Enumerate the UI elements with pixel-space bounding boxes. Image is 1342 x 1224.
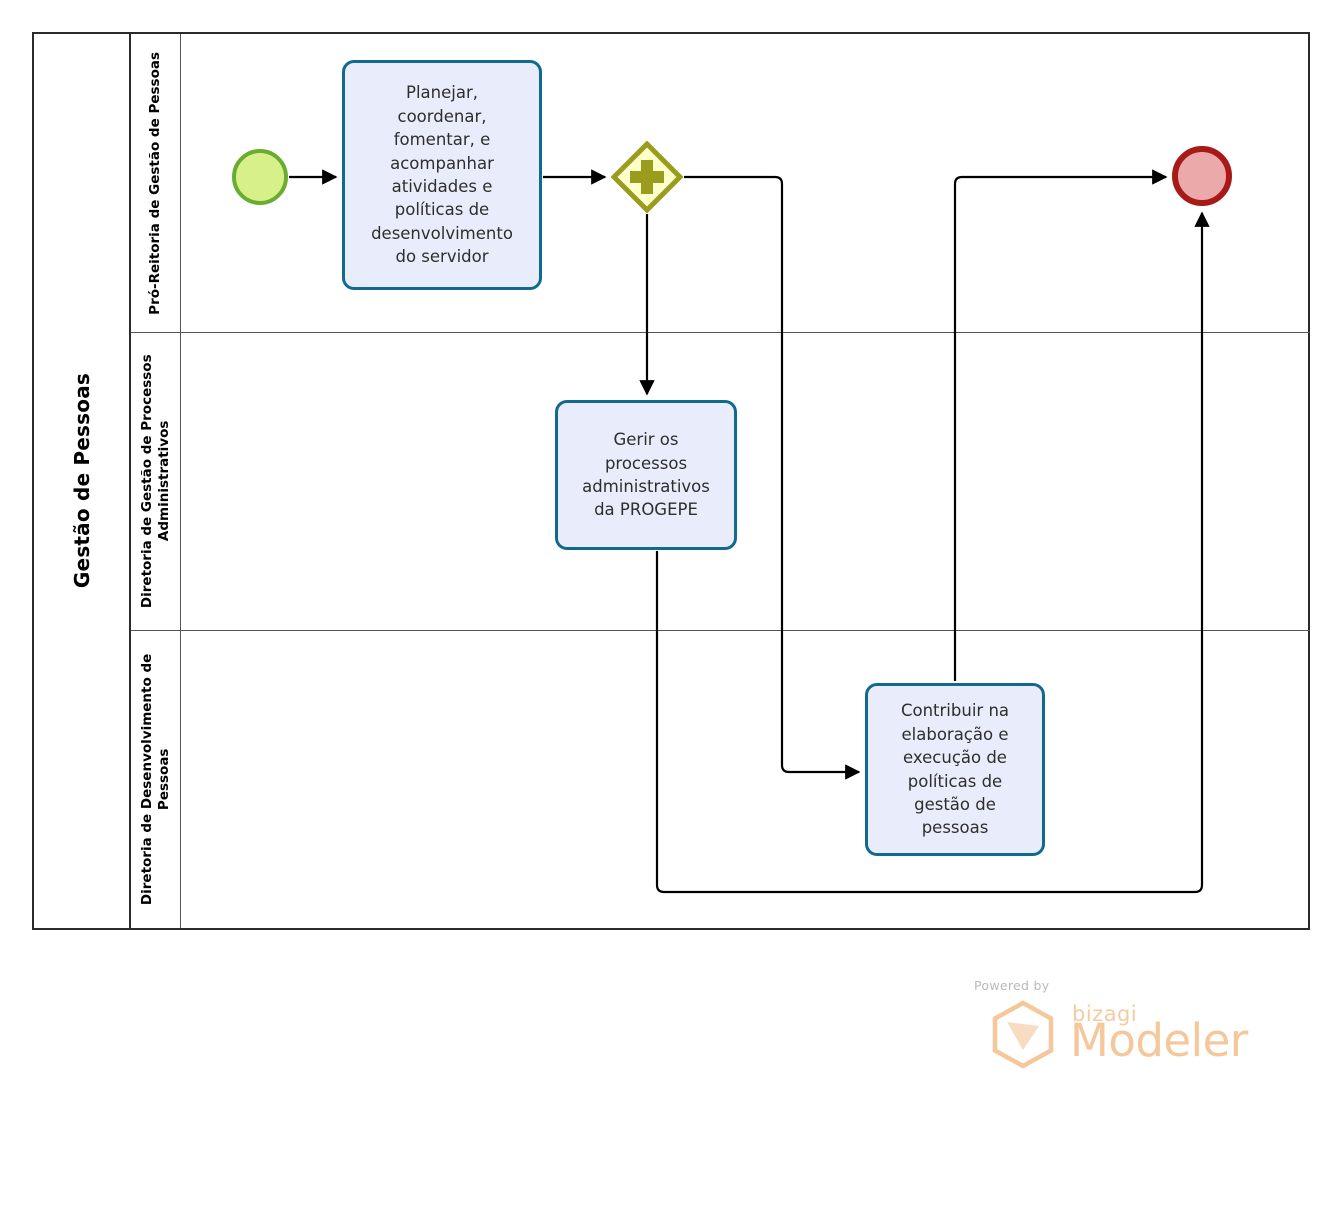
parallel-plus-icon [630, 160, 664, 194]
pool-title: Gestão de Pessoas [69, 373, 94, 589]
lane-diretoria-desenvolvimento-label: Diretoria de Desenvolvimento de Pessoas [138, 653, 172, 905]
lane-diretoria-processos-label: Diretoria de Gestão de Processos Adminis… [138, 354, 172, 608]
lane-diretoria-desenvolvimento-header: Diretoria de Desenvolvimento de Pessoas [131, 630, 181, 928]
task-gerir[interactable]: Gerir os processos administrativos da PR… [555, 400, 737, 550]
bizagi-brand-label: bizagi [1072, 1002, 1138, 1026]
task-gerir-label: Gerir os processos administrativos da PR… [582, 430, 710, 520]
task-planejar[interactable]: Planejar, coordenar, fomentar, e acompan… [342, 60, 542, 290]
lane-diretoria-processos[interactable]: Diretoria de Gestão de Processos Adminis… [131, 332, 1310, 630]
modeler-product-label: Modeler [1070, 1014, 1248, 1067]
bizagi-hexagon-icon [992, 1000, 1054, 1069]
task-contribuir-label: Contribuir na elaboração e execução de p… [900, 701, 1010, 838]
lane-pro-reitoria[interactable]: Pró-Reitoria de Gestão de Pessoas [131, 34, 1310, 332]
parallel-gateway[interactable] [610, 140, 684, 214]
pool-title-column: Gestão de Pessoas [34, 34, 131, 928]
bizagi-watermark: Powered by bizagi Modeler [972, 978, 1248, 1070]
end-event[interactable] [1172, 146, 1232, 206]
lane-pro-reitoria-header: Pró-Reitoria de Gestão de Pessoas [131, 34, 181, 332]
lane-diretoria-desenvolvimento[interactable]: Diretoria de Desenvolvimento de Pessoas [131, 630, 1310, 928]
powered-by-label: Powered by [974, 978, 1050, 993]
task-contribuir[interactable]: Contribuir na elaboração e execução de p… [865, 683, 1045, 856]
lane-pro-reitoria-label: Pró-Reitoria de Gestão de Pessoas [147, 51, 164, 315]
start-event[interactable] [232, 149, 288, 205]
task-planejar-label: Planejar, coordenar, fomentar, e acompan… [371, 83, 513, 267]
lane-diretoria-processos-header: Diretoria de Gestão de Processos Adminis… [131, 332, 181, 630]
